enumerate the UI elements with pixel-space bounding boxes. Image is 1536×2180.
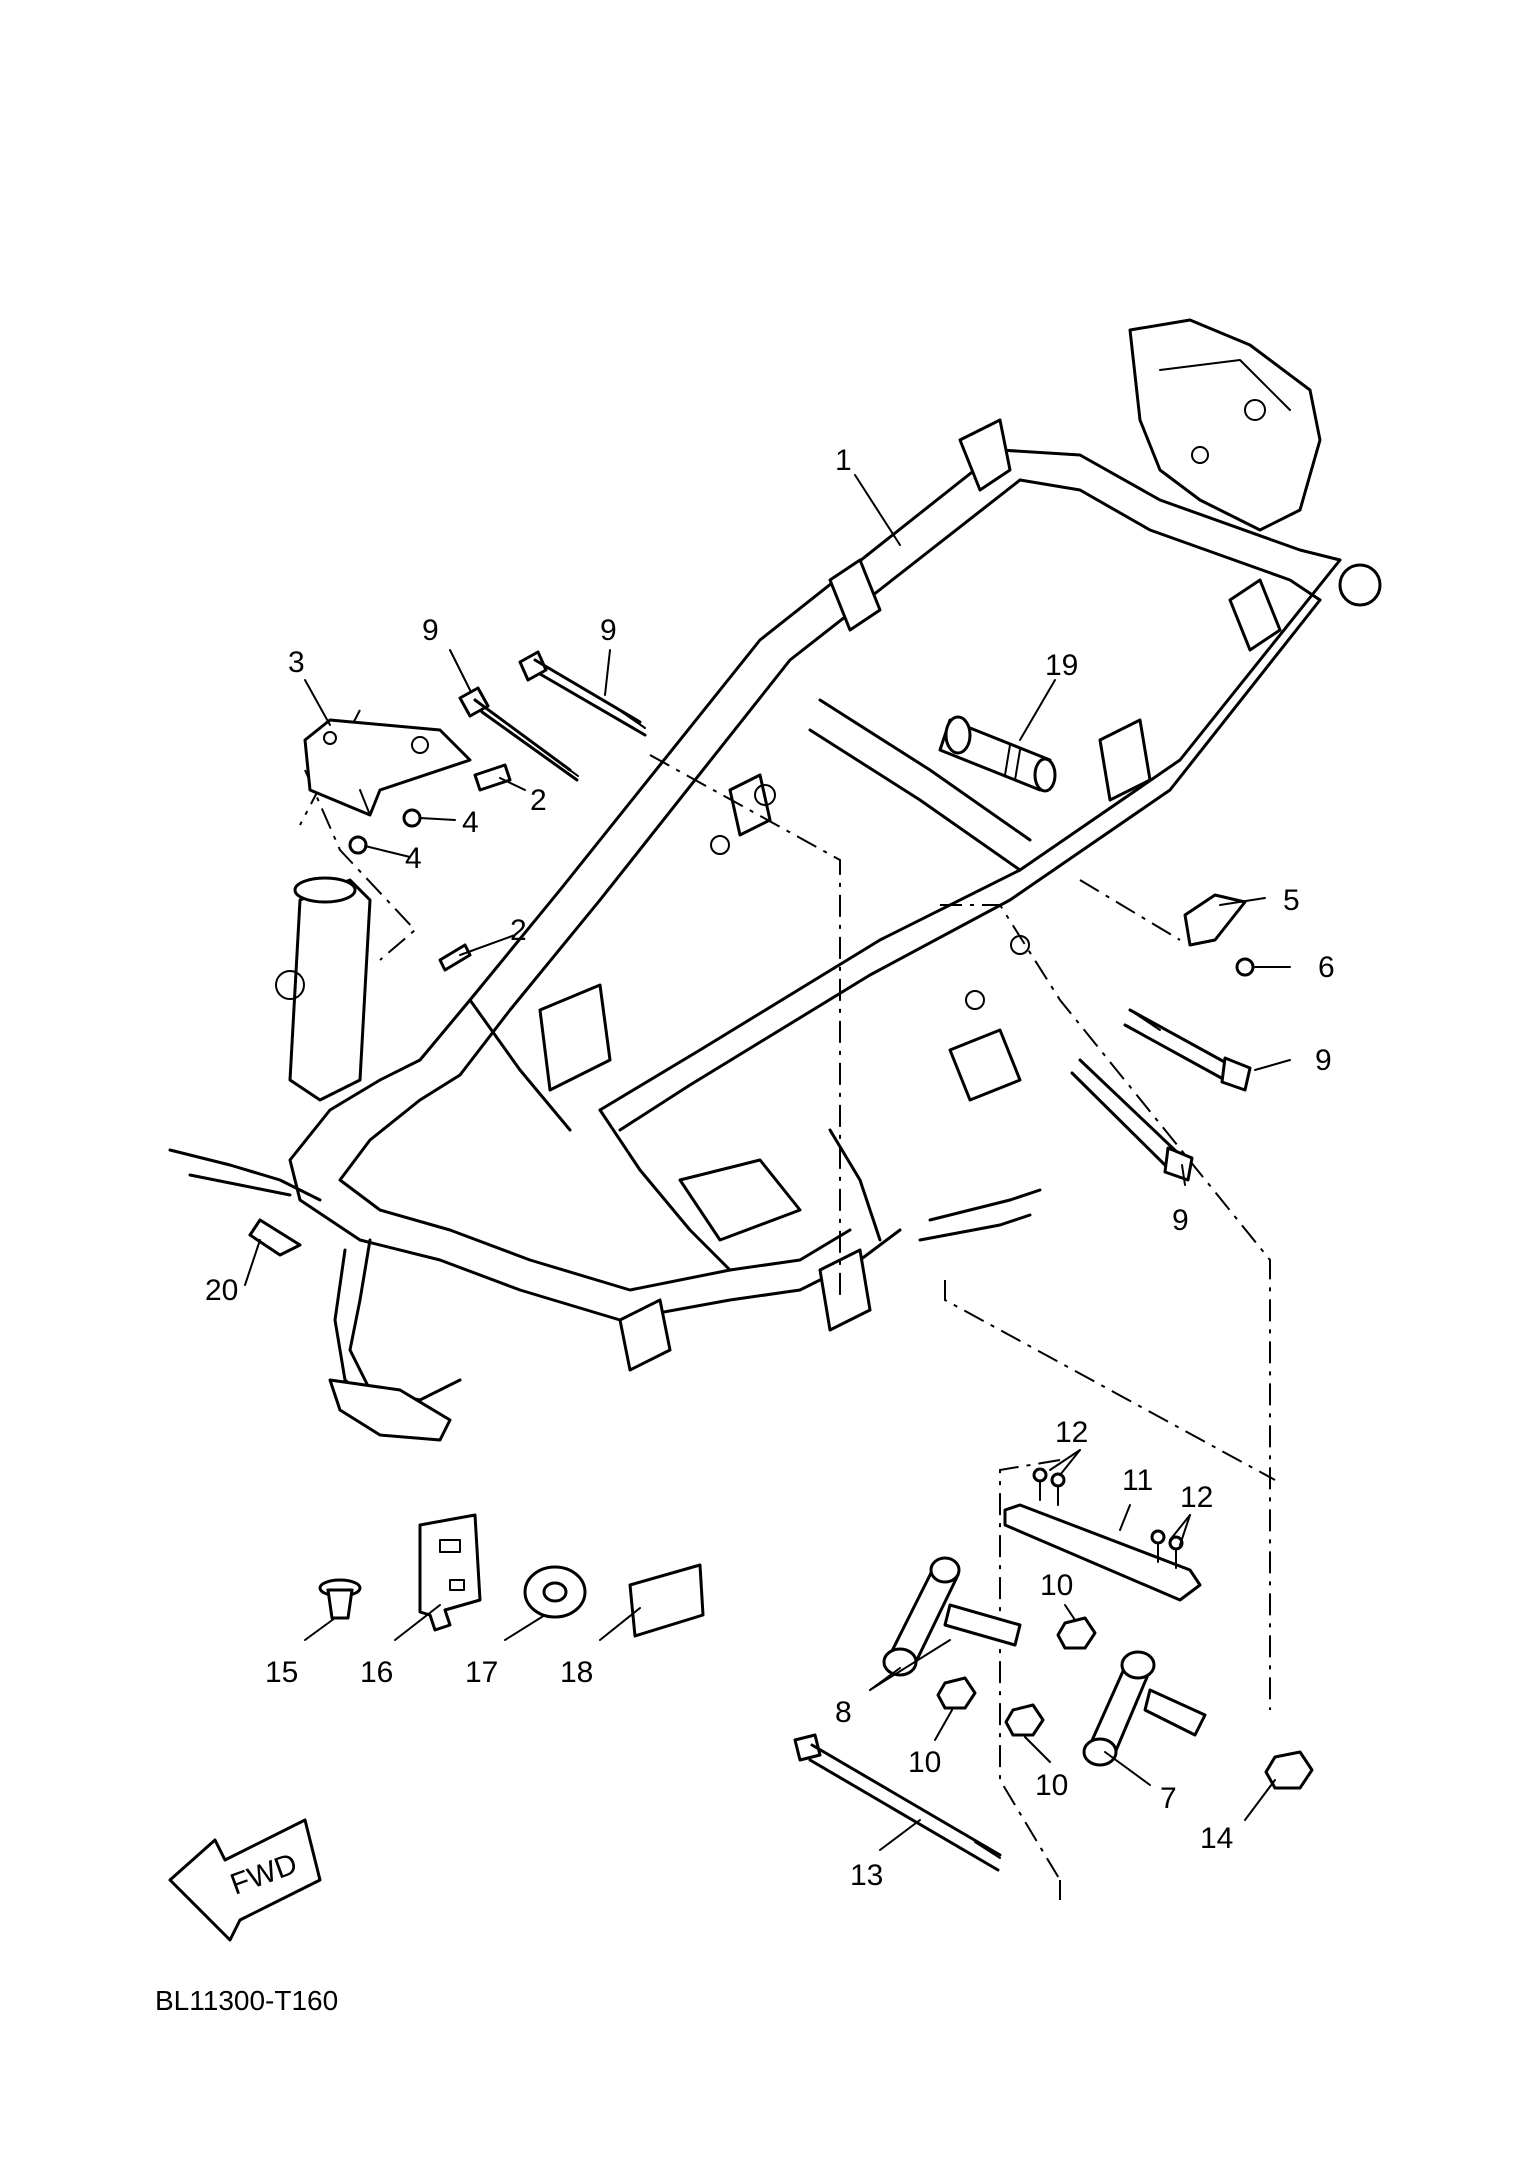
diagram-code: BL11300-T160 [155,1985,339,2016]
callout-20: 20 [205,1274,238,1307]
callout-4-upper: 4 [462,806,479,839]
clip-5 [1183,893,1247,947]
washer-17 [523,1565,587,1619]
bolt-13 [793,1733,1002,1872]
callout-8: 8 [835,1696,852,1729]
pad-18 [628,1563,705,1638]
leader-lines [244,474,1291,1851]
callout-18: 18 [560,1656,593,1689]
callout-11: 11 [1122,1464,1153,1497]
callout-10-right: 10 [1035,1769,1068,1802]
callout-9-bottom: 9 [1172,1204,1189,1237]
plate-2-lower [438,943,472,972]
callout-17: 17 [465,1656,498,1689]
callout-19: 19 [1045,649,1078,682]
callout-3: 3 [288,646,305,679]
link-7 [1082,1650,1207,1767]
nut-10-upper [1056,1616,1097,1650]
callout-9-middle: 9 [600,614,617,647]
callout-16: 16 [360,1656,393,1689]
plug-15 [318,1578,362,1620]
callout-7: 7 [1160,1782,1177,1815]
callout-12-left: 12 [1055,1416,1088,1449]
main-frame [168,318,1382,1442]
fwd-arrow: FWD [168,1818,322,1942]
bracket-3 [303,718,472,817]
bolt-9-right-a [1123,1008,1252,1092]
callout-2-upper: 2 [530,784,547,817]
link-8 [882,1556,1022,1677]
callout-10-upper: 10 [1040,1569,1073,1602]
bolt-12-left [1032,1467,1066,1506]
plate-16 [418,1513,482,1632]
callout-numbers: 1 2 2 3 4 4 5 6 7 8 9 9 9 9 10 10 10 11 … [205,444,1335,1892]
nut-10-left [936,1676,977,1710]
bolt-9-right-b [1070,1058,1194,1182]
plate-20 [248,1218,302,1257]
washer-4-lower [348,835,368,855]
callout-14: 14 [1200,1822,1233,1855]
callout-12-right: 12 [1180,1481,1213,1514]
bolt-12-right [1150,1529,1184,1569]
plate-2-upper [473,763,512,792]
callout-9-left: 9 [422,614,439,647]
nut-14 [1264,1750,1314,1790]
callout-1: 1 [835,444,852,477]
tube-19 [938,715,1057,793]
callout-10-left: 10 [908,1746,941,1779]
callout-4-lower: 4 [405,842,422,875]
callout-6: 6 [1318,951,1335,984]
washer-4-upper [402,808,422,828]
callout-9-right: 9 [1315,1044,1332,1077]
bracket-11 [1003,1503,1202,1602]
callout-2-lower: 2 [510,914,527,947]
callout-13: 13 [850,1859,883,1892]
screw-6 [1235,957,1255,977]
bolt-9-upper-b [518,650,647,737]
nut-10-right [1004,1703,1045,1737]
callout-15: 15 [265,1656,298,1689]
callout-5: 5 [1283,884,1300,917]
bolt-9-upper-a [458,686,579,782]
